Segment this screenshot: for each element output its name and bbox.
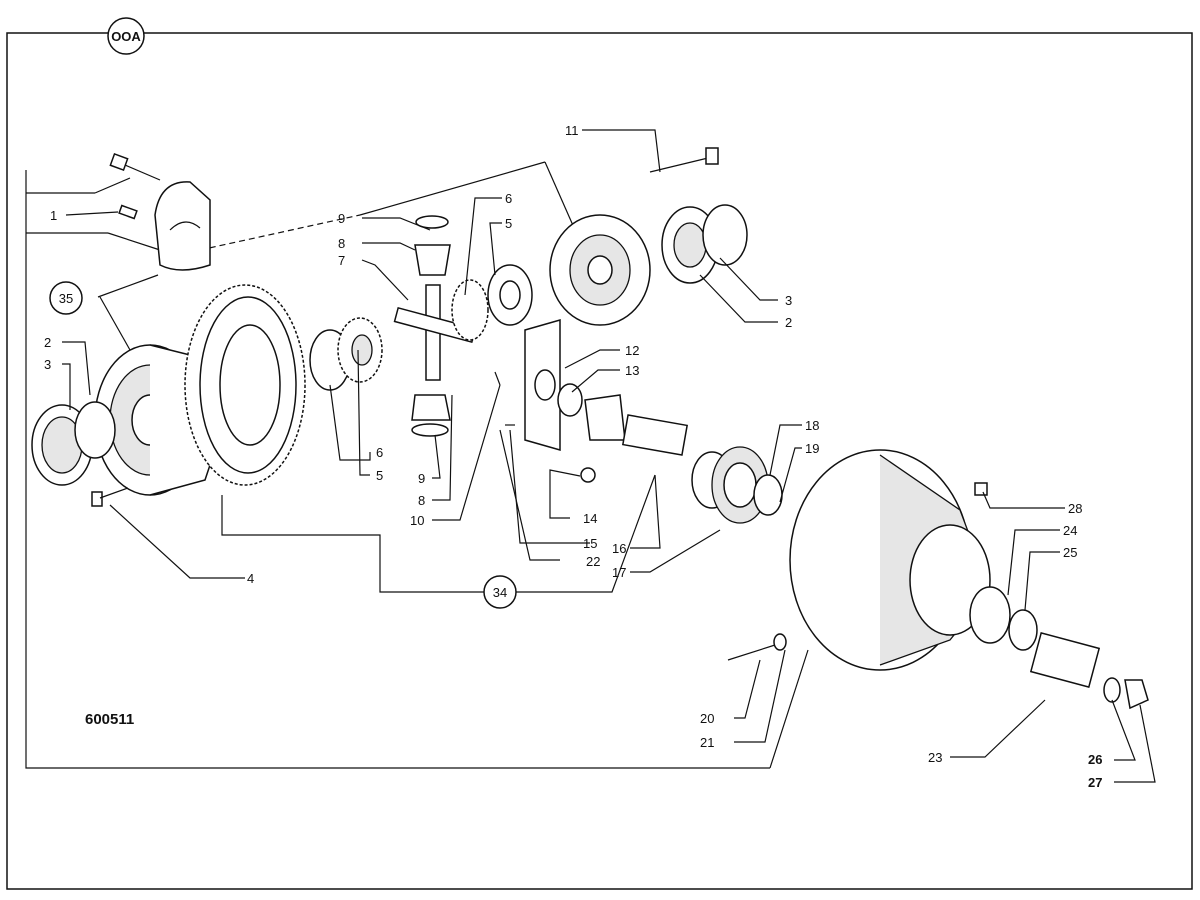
pin-14-part (580, 467, 596, 483)
callout-8-bottom: 8 (418, 493, 425, 508)
clip-10-part (494, 371, 501, 386)
pin-part (118, 204, 138, 220)
callout-13: 13 (625, 363, 639, 378)
side-gear-right-part (451, 264, 533, 341)
callout-24: 24 (1063, 523, 1077, 538)
axle-housing-part (789, 449, 1011, 671)
leader-lines (62, 129, 1156, 783)
callout-2-right: 2 (785, 315, 792, 330)
callout-14: 14 (583, 511, 597, 526)
callout-15: 15 (583, 536, 597, 551)
stud-part (727, 633, 787, 661)
callout-6-top: 6 (505, 191, 512, 206)
spider-shaft-part (393, 284, 477, 381)
callout-4: 4 (247, 571, 254, 586)
callout-3-left: 3 (44, 357, 51, 372)
callout-6-bottom: 6 (376, 445, 383, 460)
callout-1: 1 (50, 208, 57, 223)
pinion-bearing-part (691, 446, 783, 524)
diagram-frame (6, 32, 1193, 890)
pinion-gear-upper-part (414, 215, 451, 276)
support-bracket-part (524, 319, 561, 451)
right-bearing-part (661, 204, 748, 284)
yoke-flange-part (1029, 631, 1101, 689)
callout-19: 19 (805, 441, 819, 456)
callout-23: 23 (928, 750, 942, 765)
bearing-cap-part (154, 181, 211, 271)
housing-bolt-part (974, 482, 988, 496)
group-bracket-lines (25, 161, 809, 769)
callout-5-bottom: 5 (376, 468, 383, 483)
callout-labels: 1 2 3 4 9 8 7 6 5 6 5 9 8 10 11 3 2 12 1… (44, 123, 1102, 790)
callout-26: 26 (1088, 752, 1102, 767)
callout-35: 35 (59, 291, 73, 306)
case-bolt-part (91, 487, 129, 507)
callout-21: 21 (700, 735, 714, 750)
callout-5-top: 5 (505, 216, 512, 231)
callout-10: 10 (410, 513, 424, 528)
callout-25: 25 (1063, 545, 1077, 560)
small-bearing-part (557, 383, 583, 417)
pinion-gear-lower-part (411, 394, 451, 437)
callout-20: 20 (700, 711, 714, 726)
callout-28: 28 (1068, 501, 1082, 516)
callout-11: 11 (565, 123, 579, 138)
case-half-right-part (549, 214, 651, 326)
washer-nut-part (1103, 677, 1149, 710)
group-callout-34: 34 (221, 474, 656, 609)
cap-bolt-part (109, 153, 161, 181)
left-bearing-part (31, 401, 116, 486)
callout-34: 34 (493, 585, 507, 600)
callout-16: 16 (612, 541, 626, 556)
callout-8-top: 8 (338, 236, 345, 251)
callout-22: 22 (586, 554, 600, 569)
callout-9-bottom: 9 (418, 471, 425, 486)
header-tag: OOA (107, 17, 145, 55)
header-tag-text: OOA (111, 29, 141, 44)
seal-part (1008, 609, 1038, 651)
callout-7: 7 (338, 253, 345, 268)
pinion-shaft-part (584, 394, 689, 456)
callout-18: 18 (805, 418, 819, 433)
callout-17: 17 (612, 565, 626, 580)
ring-gear-part (184, 284, 306, 486)
side-gear-left-part (309, 317, 383, 391)
group-callout-35: 35 (49, 281, 83, 315)
callout-27: 27 (1088, 775, 1102, 790)
callout-3-right: 3 (785, 293, 792, 308)
figure-code: 600511 (85, 711, 134, 728)
callout-12: 12 (625, 343, 639, 358)
callout-2-left: 2 (44, 335, 51, 350)
long-bolt-part (649, 147, 719, 173)
callout-9-top: 9 (338, 211, 345, 226)
